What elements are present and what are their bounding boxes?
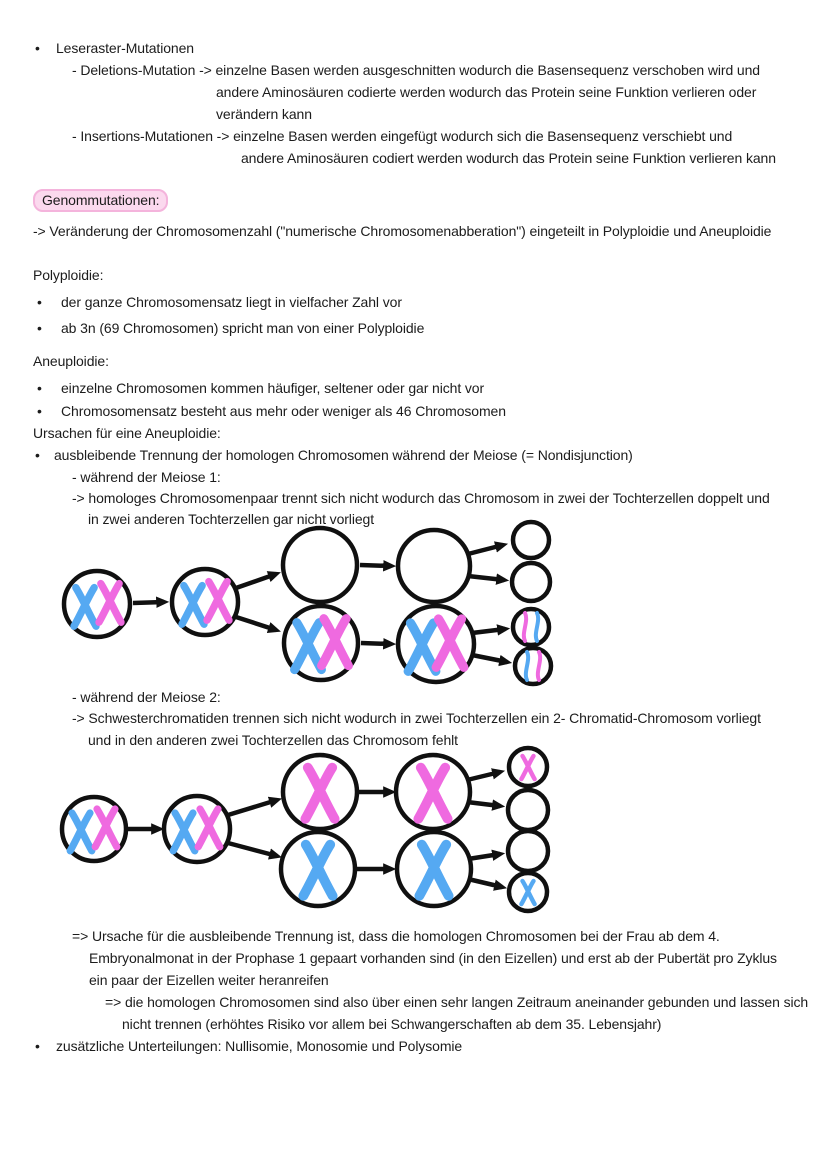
highlighted-heading: Genommutationen: <box>33 189 169 212</box>
note-line-deletion-3: verändern kann <box>216 106 312 122</box>
note-line-conclusion-3: ein paar der Eizellen weiter heranreifen <box>89 972 329 988</box>
note-line-meiose2-label: - während der Meiose 2: <box>72 689 221 705</box>
note-line-meiose1-2: in zwei anderen Tochterzellen gar nicht … <box>88 511 374 527</box>
note-line-meiose2-1: -> Schwesterchromatiden trennen sich nic… <box>72 710 761 726</box>
bullet-marker: • <box>37 320 42 336</box>
note-text: der ganze Chromosomensatz liegt in vielf… <box>61 294 402 310</box>
meiosis2-nondisjunction-diagram <box>59 745 551 914</box>
bullet-item-leseraster: • Leseraster-Mutationen <box>35 38 194 59</box>
cell-circle <box>510 519 552 561</box>
note-line-genom-intro: -> Veränderung der Chromosomenzahl ("num… <box>33 223 772 239</box>
arrow <box>467 876 508 891</box>
note-line-conclusion-1: => Ursache für die ausbleibende Trennung… <box>72 928 720 944</box>
leseraster-title: Leseraster-Mutationen <box>56 40 194 56</box>
cell-circle <box>395 527 473 605</box>
arrow <box>359 560 397 572</box>
section-heading-polyploidie: Polyploidie: <box>33 267 104 283</box>
bullet-item: • zusätzliche Unterteilungen: Nullisomie,… <box>35 1036 462 1057</box>
note-text: Chromosomensatz besteht aus mehr oder we… <box>61 403 506 419</box>
bullet-item: • ausbleibende Trennung der homologen Chr… <box>35 445 633 466</box>
cell-circle <box>512 645 554 687</box>
note-line-deletion-1: - Deletions-Mutation -> einzelne Basen w… <box>72 62 760 78</box>
note-text: ab 3n (69 Chromosomen) spricht man von e… <box>61 320 425 336</box>
bullet-marker: • <box>35 40 40 56</box>
arrow <box>467 573 510 585</box>
bullet-item: • der ganze Chromosomensatz liegt in viel… <box>37 292 402 313</box>
cell-circle <box>510 606 552 648</box>
bullet-marker: • <box>35 1038 40 1054</box>
arrow <box>132 596 170 608</box>
note-line-meiose1-1: -> homologes Chromosomenpaar trennt sich… <box>72 490 770 506</box>
arrow <box>466 768 506 783</box>
note-line-conclusion-4: => die homologen Chromosomen sind also ü… <box>105 994 809 1010</box>
chromatid-blue-icon <box>523 650 531 682</box>
arrow <box>467 541 509 557</box>
note-text: ausbleibende Trennung der homologen Chro… <box>54 447 633 463</box>
cell-circle <box>280 525 360 605</box>
arrow <box>466 799 506 811</box>
note-line-deletion-2: andere Aminosäuren codierte werden wodur… <box>216 84 757 100</box>
bullet-item: • einzelne Chromosomen kommen häufiger, s… <box>37 378 484 399</box>
note-line-insertion-1: - Insertions-Mutationen -> einzelne Base… <box>72 128 733 144</box>
cell-circle <box>509 560 553 604</box>
bullet-marker: • <box>37 403 42 419</box>
chromatid-blue-icon <box>533 611 541 643</box>
arrow <box>360 638 397 650</box>
bullet-item: • ab 3n (69 Chromosomen) spricht man von … <box>37 318 424 339</box>
cell-circle <box>505 828 551 874</box>
note-line-insertion-2: andere Aminosäuren codiert werden wodurc… <box>241 150 776 166</box>
arrow <box>471 652 513 667</box>
note-line-conclusion-2: Embryonalmonat in der Prophase 1 gepaart… <box>89 950 777 966</box>
arrow <box>471 624 511 636</box>
note-text: zusätzliche Unterteilungen: Nullisomie, … <box>56 1038 463 1054</box>
note-text: einzelne Chromosomen kommen häufiger, se… <box>61 380 485 396</box>
chromatid-pink-icon <box>535 650 543 682</box>
meiosis1-nondisjunction-diagram <box>61 519 554 687</box>
section-heading-aneuploidie: Aneuploidie: <box>33 353 109 369</box>
bullet-marker: • <box>37 380 42 396</box>
chromatid-pink-icon <box>521 611 529 643</box>
arrow <box>235 614 281 634</box>
bullet-marker: • <box>35 447 40 463</box>
section-genommutationen: Genommutationen: <box>33 189 169 212</box>
arrow <box>227 840 283 860</box>
section-heading-ursachen: Ursachen für eine Aneuploidie: <box>33 425 221 441</box>
bullet-marker: • <box>37 294 42 310</box>
note-line-conclusion-5: nicht trennen (erhöhtes Risiko vor allem… <box>122 1016 662 1032</box>
note-line-meiose2-2: und in den anderen zwei Tochterzellen da… <box>88 732 458 748</box>
arrow <box>227 796 282 818</box>
arrow <box>467 849 506 862</box>
arrow <box>235 571 281 591</box>
cell-circle <box>505 787 551 833</box>
bullet-item: • Chromosomensatz besteht aus mehr oder w… <box>37 401 506 422</box>
note-line-meiose1-label: - während der Meiose 1: <box>72 469 221 485</box>
